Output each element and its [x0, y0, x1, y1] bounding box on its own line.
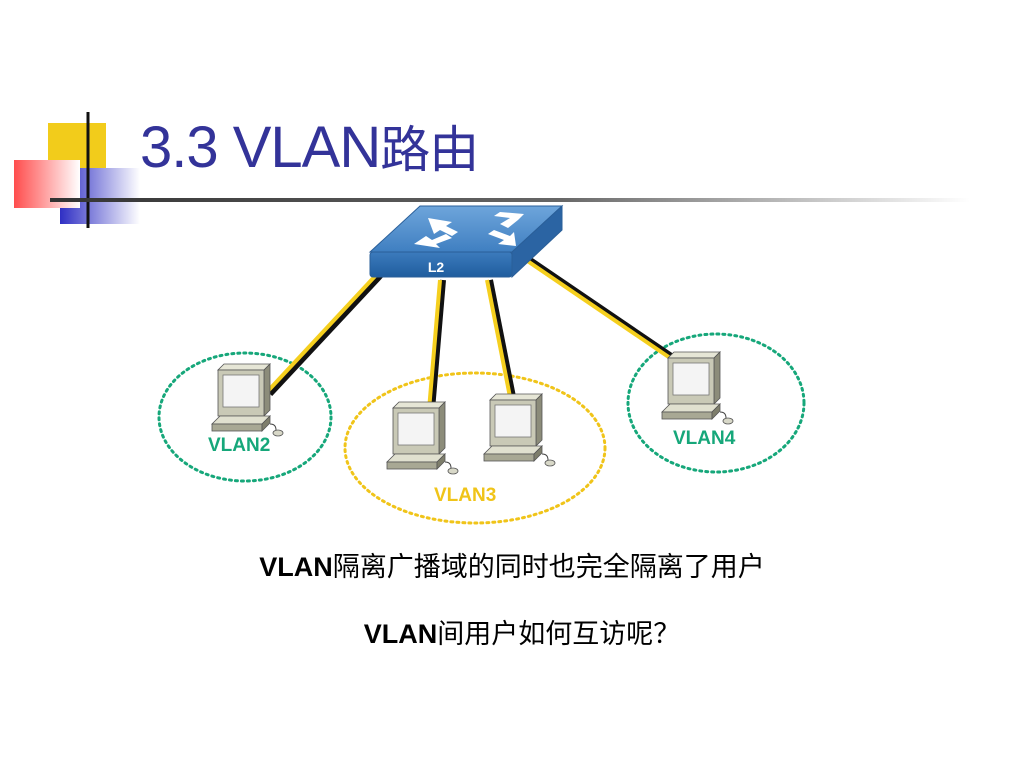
caption-2-en: VLAN — [363, 619, 438, 649]
vlan3-label: VLAN3 — [434, 485, 496, 506]
network-links — [265, 255, 680, 411]
vlan3-pc-1-icon — [386, 401, 459, 475]
vlan4-label: VLAN4 — [673, 428, 736, 449]
caption-1-en: VLAN — [259, 552, 333, 582]
switch-arrows-icon — [414, 212, 524, 248]
vlan2-pc-icon — [211, 363, 284, 437]
slide-title: 3.3 VLAN路由 — [140, 110, 479, 182]
slide-title-prefix: 3.3 VLAN — [140, 115, 381, 180]
caption-1-zh: 隔离广播域的同时也完全隔离了用户 — [332, 552, 765, 583]
vlan4-pc-icon — [661, 351, 734, 425]
slide-title-suffix: 路由 — [380, 121, 479, 179]
caption-line-2: VLAN间用户如何互访呢？ — [0, 612, 1024, 651]
vlan3-group-ellipse — [343, 371, 607, 525]
switch-label: L2 — [428, 259, 445, 275]
vlan2-group-ellipse — [157, 351, 333, 483]
vlan4-group-ellipse — [626, 332, 806, 474]
caption-2-zh: 间用户如何互访呢？ — [437, 619, 681, 650]
l2-switch: L2 — [368, 204, 564, 279]
caption-line-1: VLAN隔离广播域的同时也完全隔离了用户 — [0, 545, 1024, 584]
vlan3-pc-2-icon — [483, 393, 556, 467]
vlan2-label: VLAN2 — [208, 435, 270, 456]
title-divider-line — [50, 198, 970, 202]
